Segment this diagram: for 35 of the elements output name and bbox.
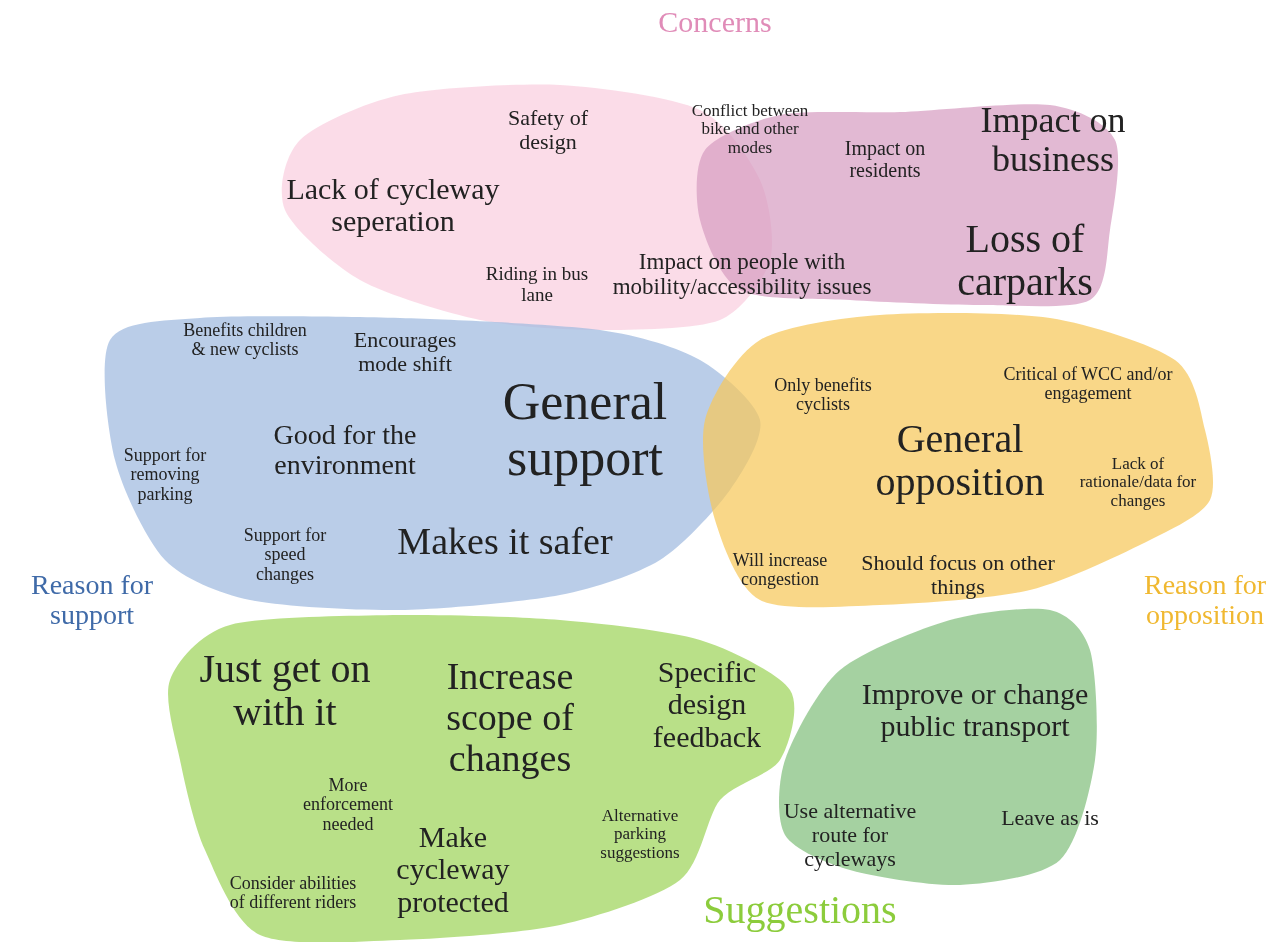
- topic-label: Impact on residents: [843, 138, 927, 182]
- topic-label: Just get on with it: [198, 646, 372, 734]
- topic-label: Impact on business: [979, 101, 1127, 179]
- category-heading: Suggestions: [702, 888, 898, 932]
- topic-label: Use alternative route for cycleways: [782, 799, 918, 871]
- topic-label: Will increase congestion: [731, 550, 829, 590]
- topic-label: Alternative parking suggestions: [599, 807, 681, 863]
- topic-label: Good for the environment: [272, 419, 418, 481]
- category-heading: Reason for opposition: [1142, 569, 1268, 631]
- topic-label: Increase scope of changes: [445, 656, 575, 780]
- topic-label: Specific design feedback: [651, 656, 763, 754]
- topic-label: Makes it safer: [396, 521, 614, 563]
- topic-label: Consider abilities of different riders: [228, 873, 358, 913]
- topic-label: General support: [501, 373, 669, 487]
- topic-label: Make cycleway protected: [395, 821, 511, 919]
- topic-label: More enforcement needed: [302, 775, 394, 835]
- topic-label: General opposition: [874, 416, 1046, 504]
- topic-label: Impact on people with mobility/accessibility issues: [611, 250, 873, 300]
- category-heading: Reason for support: [29, 569, 155, 631]
- topic-label: Safety of design: [507, 106, 589, 154]
- topic-label: Riding in bus lane: [484, 264, 590, 306]
- topic-label: Leave as is: [1000, 806, 1100, 830]
- topic-label: Support for speed changes: [242, 525, 328, 585]
- topic-label: Support for removing parking: [122, 445, 208, 505]
- topic-label: Conflict between bike and other modes: [690, 102, 810, 158]
- topic-label: Lack of cycleway seperation: [285, 172, 501, 238]
- topic-label: Loss of carparks: [956, 216, 1094, 304]
- topic-label: Should focus on other things: [860, 551, 1056, 599]
- category-heading: Concerns: [657, 5, 773, 39]
- topic-label: Benefits children & new cyclists: [182, 320, 308, 360]
- topic-label: Encourages mode shift: [352, 328, 458, 376]
- topic-label: Improve or change public transport: [860, 677, 1090, 743]
- topic-label: Only benefits cyclists: [773, 375, 873, 415]
- topic-label: Critical of WCC and/or engagement: [1002, 364, 1174, 404]
- topic-label: Lack of rationale/data for changes: [1078, 455, 1198, 511]
